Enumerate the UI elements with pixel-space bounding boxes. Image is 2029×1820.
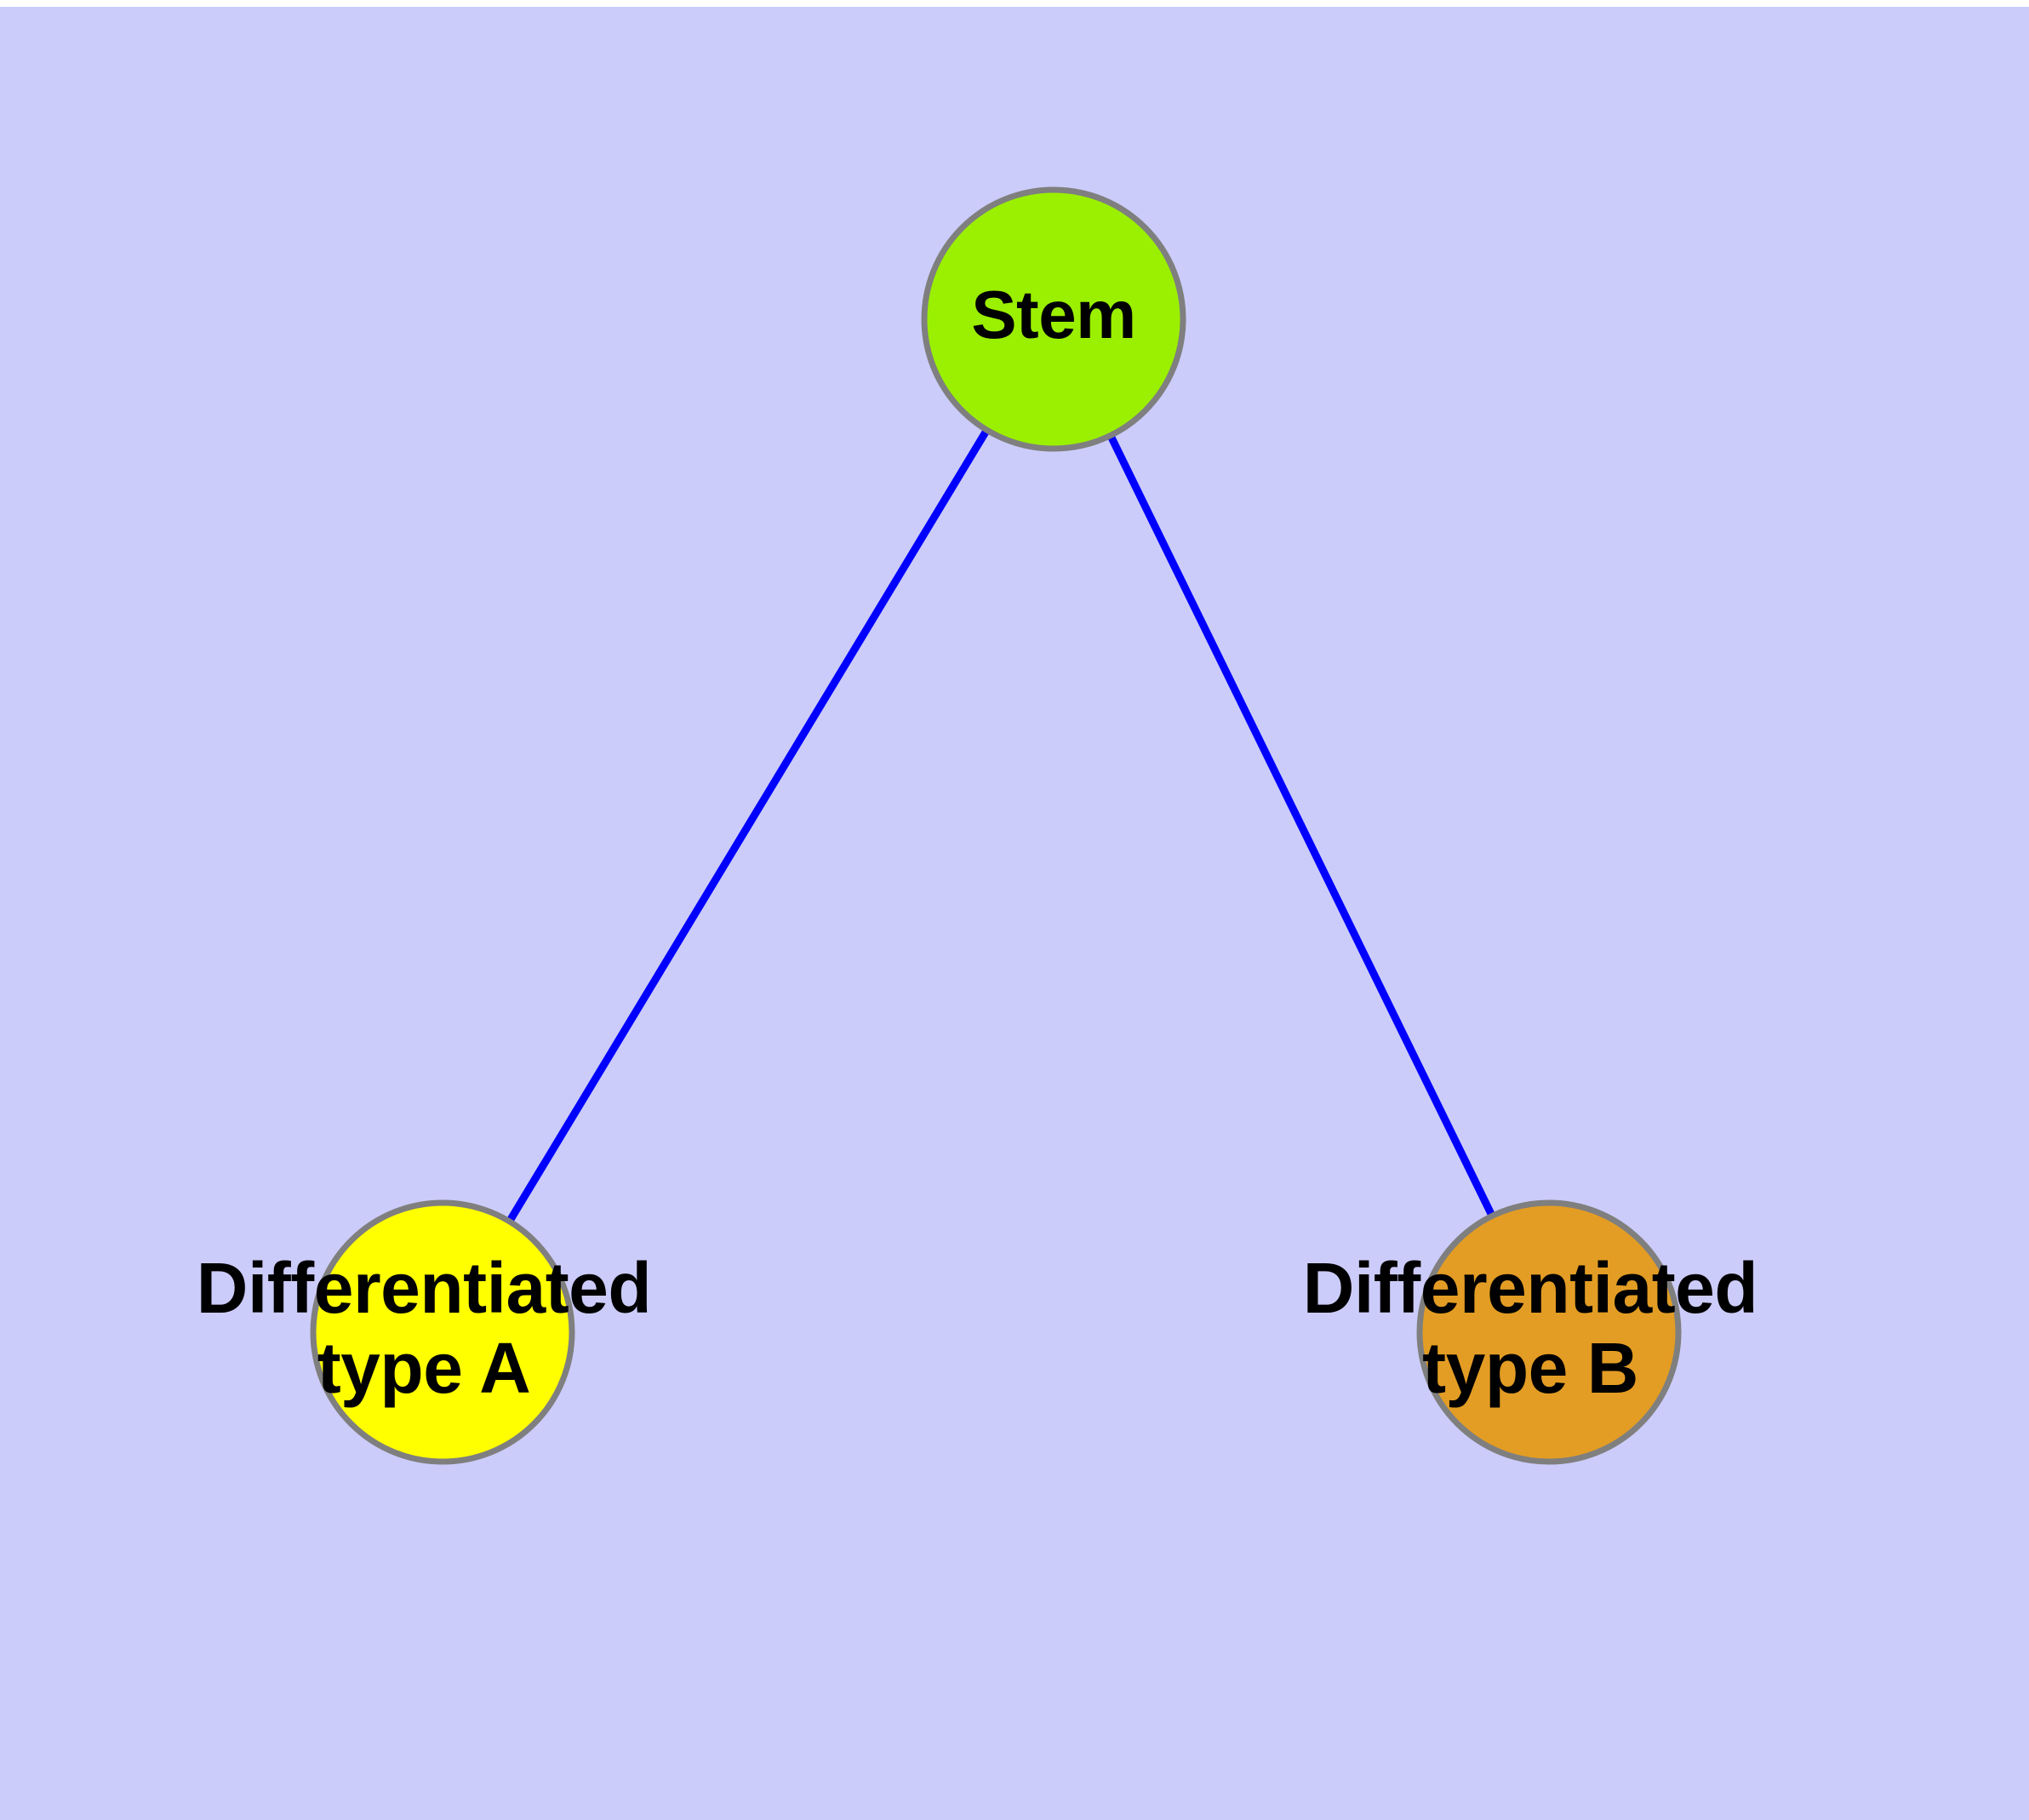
- node-group: [310, 186, 1682, 1465]
- edge-group: [504, 425, 1498, 1227]
- node-circle-differentiated-type-b[interactable]: [1416, 1199, 1682, 1465]
- edge-stem-to-differentiated-type-b[interactable]: [1105, 430, 1498, 1222]
- edge-stem-to-differentiated-type-a[interactable]: [504, 425, 992, 1227]
- node-circle-stem[interactable]: [921, 186, 1186, 452]
- node-circle-differentiated-type-a[interactable]: [310, 1199, 575, 1465]
